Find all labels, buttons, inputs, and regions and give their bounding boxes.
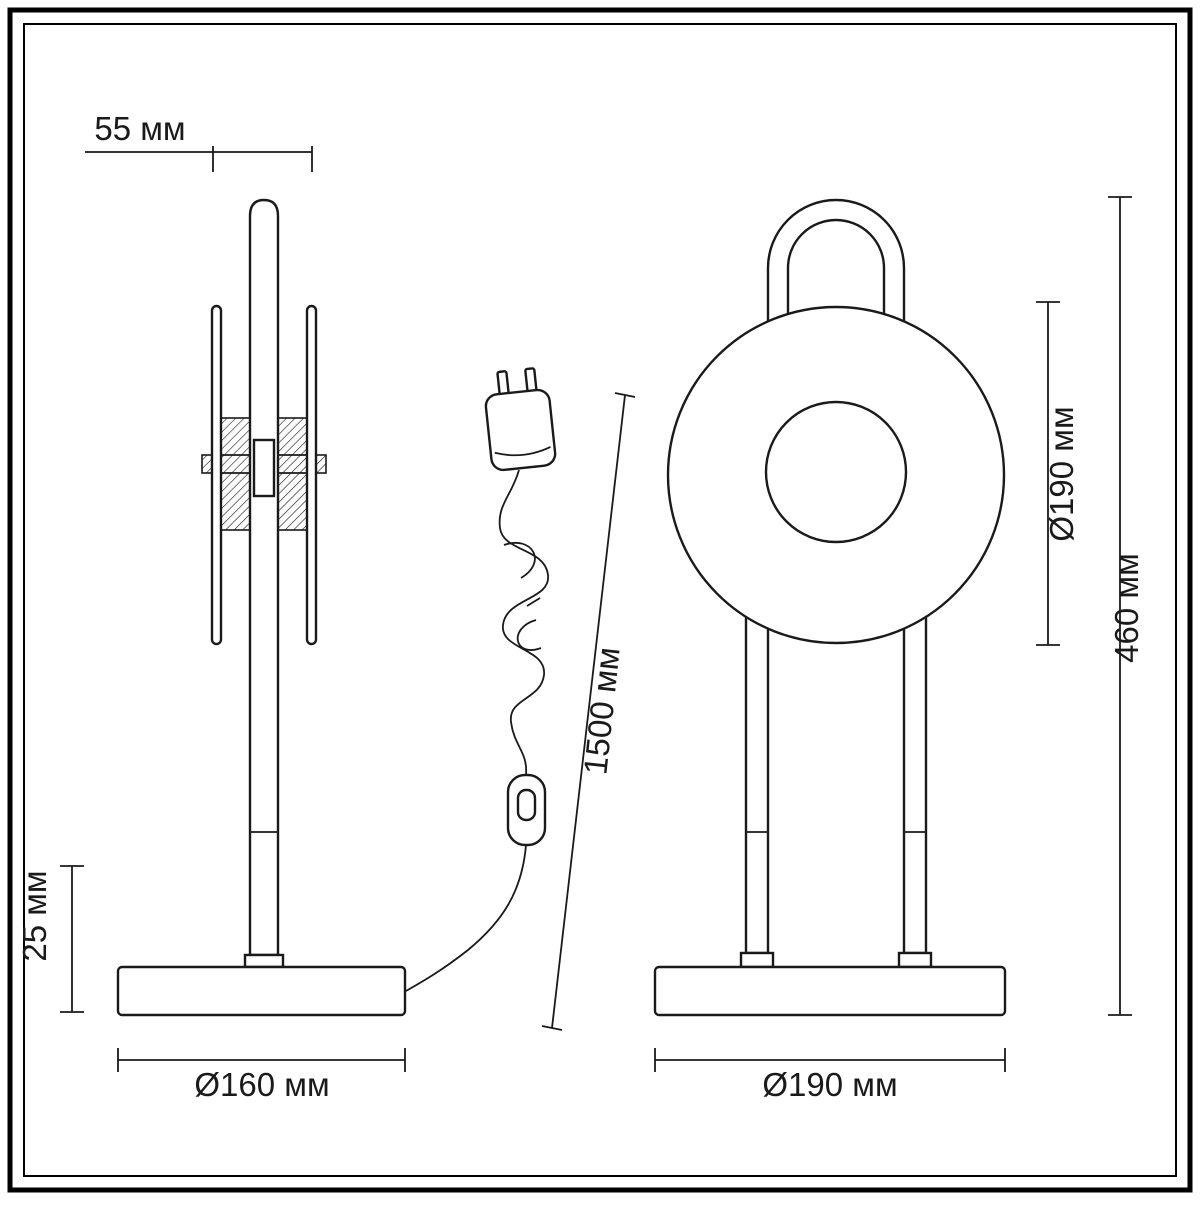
dim-top-width-label: 55 мм	[94, 110, 185, 147]
base-side	[116, 965, 407, 1017]
hub-block-right	[277, 417, 308, 531]
cable-coil-cross	[503, 542, 542, 651]
dimension-base-diameter-front: Ø190 мм	[654, 1048, 1006, 1103]
dim-base-height-label: 25 мм	[16, 870, 53, 961]
handle-inner	[786, 218, 886, 330]
hub-bearing	[252, 438, 276, 498]
disc-edge-right	[305, 304, 318, 646]
dim-base-diameter-side-label: Ø160 мм	[194, 1066, 329, 1103]
leg-collar-left	[739, 951, 775, 969]
dimension-top-width: 55 мм	[85, 110, 313, 172]
cable-coil	[498, 469, 549, 776]
dimension-head-diameter: Ø190 мм	[1036, 301, 1080, 646]
hub-tab-left	[201, 454, 213, 474]
dimension-cable-length: 1500 мм	[541, 392, 636, 1031]
power-adapter	[405, 367, 557, 992]
side-view	[116, 198, 407, 1017]
head-center	[764, 400, 908, 544]
dimension-base-diameter-side: Ø160 мм	[117, 1048, 406, 1103]
leg-right	[902, 598, 928, 955]
hub-block-left	[220, 417, 251, 531]
plug-body	[484, 388, 557, 472]
leg-collar-right	[897, 951, 933, 969]
leg-left	[744, 598, 770, 955]
page-frame	[7, 7, 1193, 1193]
post-collar	[243, 953, 285, 969]
dim-cable-length-label: 1500 мм	[576, 645, 626, 776]
switch-rocker	[516, 788, 537, 822]
post	[248, 198, 280, 957]
dimension-total-height: 460 мм	[1108, 196, 1145, 1016]
disc-edge-left	[210, 304, 223, 646]
base-front	[653, 965, 1007, 1017]
front-view	[653, 198, 1007, 1017]
dimension-base-height: 25 мм	[16, 865, 84, 1013]
dim-total-height-label: 460 мм	[1108, 553, 1145, 663]
dim-head-diameter-label: Ø190 мм	[1043, 406, 1080, 541]
cable-to-base	[405, 844, 527, 992]
hub-tab-right	[315, 454, 327, 474]
dim-base-diameter-front-label: Ø190 мм	[762, 1066, 897, 1103]
